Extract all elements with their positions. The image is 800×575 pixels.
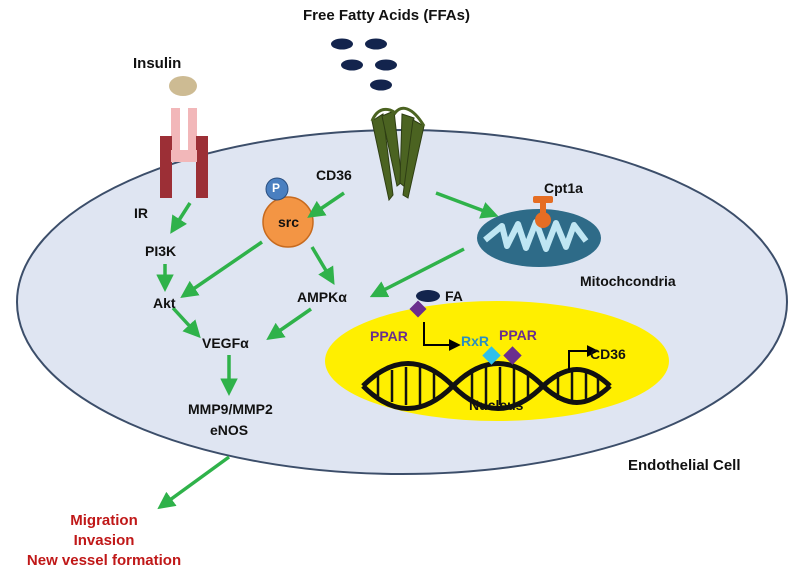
enos-label: eNOS [210,422,249,438]
insulin-ligand [169,76,197,96]
insulin-label: Insulin [133,55,182,72]
phospho-label: P [272,181,281,195]
vegf-label: VEGFα [202,335,249,351]
src-label: src [278,214,300,230]
outcome-new-vessel-formation: New vessel formation [26,552,182,569]
rxr-diamond [482,346,501,365]
rxr-label: RxR [461,333,490,349]
ffa-title: Free Fatty Acids (FFAs) [303,7,470,24]
insulin-receptor [160,108,208,198]
dna-helix [361,361,612,411]
ppar-left-label: PPAR [370,328,408,344]
mitochondria-label: Mitochcondria [580,273,676,289]
pathway-arrows [156,191,499,510]
ppar-translocation-arrow [423,322,461,351]
ppar-diamond-left [409,300,427,318]
cpt1a-transporter [533,196,553,228]
ffa-molecules [331,38,397,91]
akt-label: Akt [153,295,176,311]
src-protein [262,196,314,248]
cd36-gene-label: CD36 [590,346,626,362]
phospho-group [265,177,289,201]
transcription-arrow [568,345,599,370]
cpt1a-label: Cpt1a [544,180,583,196]
fa-label: FA [445,288,463,304]
pi3k-label: PI3K [145,243,177,259]
outcome-invasion: Invasion [73,532,135,549]
ir-label: IR [134,205,148,221]
outcome-migration: Migration [70,512,138,529]
ampk-label: AMPKα [297,289,347,305]
nucleus-label: Nucleus [469,397,524,413]
mmp-label: MMP9/MMP2 [188,401,273,417]
endothelial-cell-label: Endothelial Cell [628,457,741,474]
ppar-right-label: PPAR [499,327,537,343]
cd36-receptor-label: CD36 [316,167,352,183]
cd36-receptor [370,106,426,202]
ppar-diamond-right [503,346,522,365]
fatty-acid-molecule [416,290,440,302]
